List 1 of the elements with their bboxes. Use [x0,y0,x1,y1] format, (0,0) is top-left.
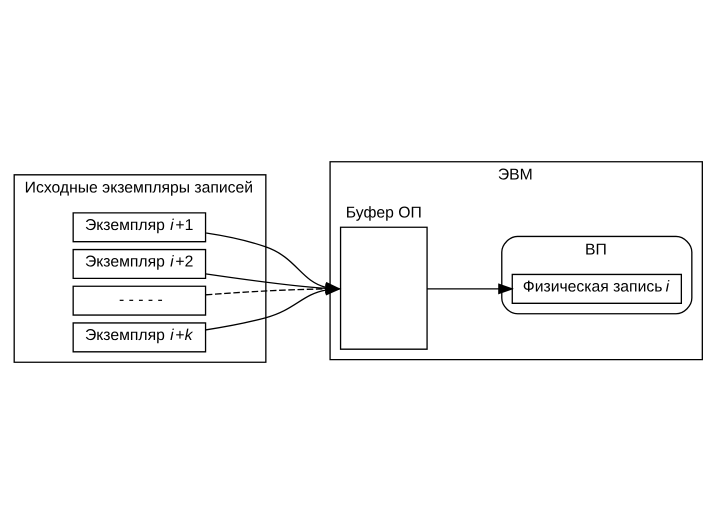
node-label: Буфер ОП [346,204,422,222]
